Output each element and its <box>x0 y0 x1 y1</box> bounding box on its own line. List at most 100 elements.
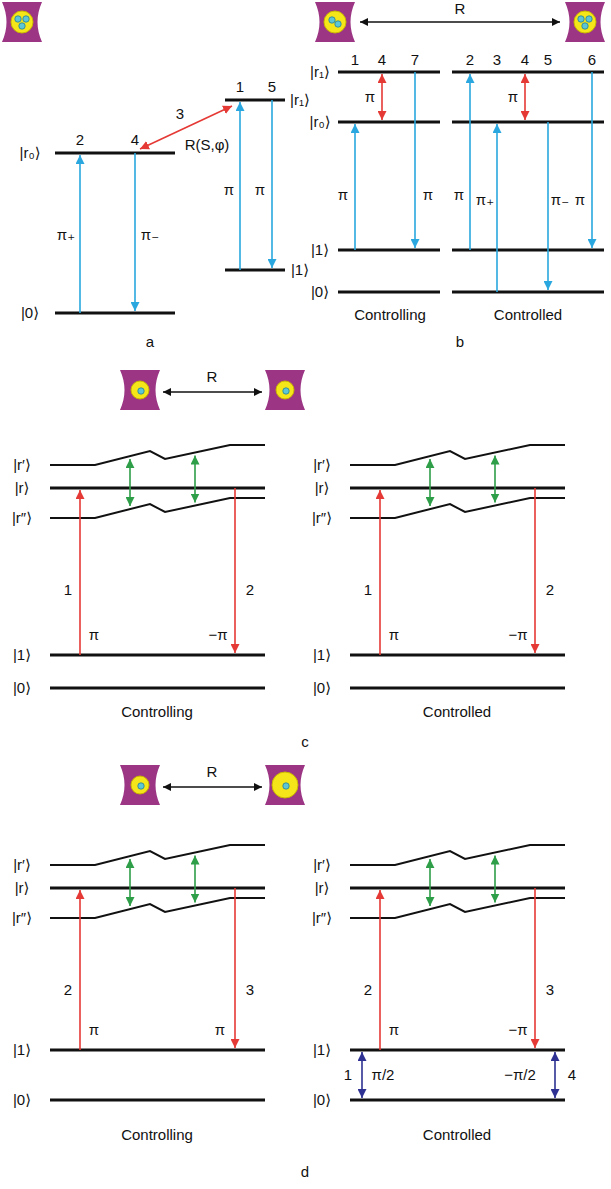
energy-level <box>55 312 175 315</box>
label-text: |0⟩ <box>13 1092 31 1109</box>
label-text: 4 <box>521 52 529 69</box>
label-text: Controlling <box>354 307 426 324</box>
atom-core <box>283 388 289 394</box>
label-text: |r′⟩ <box>13 857 31 874</box>
label-text: 2 <box>64 982 72 999</box>
label-text: |1⟩ <box>13 647 31 664</box>
label-text: 2 <box>76 132 84 149</box>
optical-trap <box>265 765 305 805</box>
energy-level <box>55 152 175 155</box>
label-text: π₊ <box>57 227 75 244</box>
transition-arrow <box>414 72 416 248</box>
label-text: |1⟩ <box>311 242 329 259</box>
rydberg-level <box>350 498 565 518</box>
rydberg-level <box>50 445 265 465</box>
optical-trap <box>2 2 42 42</box>
transition-arrow <box>494 456 496 503</box>
label-text: R <box>207 369 218 386</box>
atom <box>574 11 596 33</box>
label-text: 4 <box>568 1067 576 1084</box>
energy-level <box>338 121 440 124</box>
transition-arrow <box>494 856 496 903</box>
label-text: |r₀⟩ <box>310 114 331 131</box>
transition-arrow <box>547 122 549 290</box>
label-text: π <box>389 1022 399 1039</box>
label-text: |r₀⟩ <box>20 145 41 162</box>
label-text: c <box>301 734 309 751</box>
rydberg-level <box>350 898 565 918</box>
rydberg-level <box>50 498 265 518</box>
label-text: π <box>255 182 265 199</box>
atom-core <box>138 783 144 789</box>
rydberg-level <box>50 845 265 865</box>
label-text: |r′⟩ <box>13 457 31 474</box>
label-text: |r″⟩ <box>12 510 32 527</box>
atom-core <box>586 16 592 22</box>
transition-arrow <box>79 890 81 1050</box>
label-text: |r″⟩ <box>312 910 332 927</box>
label-text: 5 <box>268 79 276 96</box>
label-text: R <box>207 764 218 781</box>
label-text: 1 <box>344 1067 352 1084</box>
transition-arrow <box>129 459 131 506</box>
energy-level <box>452 121 604 124</box>
label-text: −π/2 <box>504 1067 536 1084</box>
label-text: |r⟩ <box>315 480 330 497</box>
transition-arrow <box>234 488 236 653</box>
transition-arrow <box>361 1052 363 1098</box>
transition-arrow <box>534 488 536 653</box>
transition-arrow <box>496 124 498 292</box>
label-text: −π <box>508 1022 527 1039</box>
label-text: a <box>146 334 154 351</box>
label-text: |1⟩ <box>313 647 331 664</box>
energy-level <box>350 654 565 657</box>
atom-core <box>138 388 144 394</box>
atom <box>324 11 346 33</box>
energy-level <box>452 291 604 294</box>
label-text: Controlling <box>121 1127 193 1144</box>
label-text: π <box>338 187 348 204</box>
transition-arrow <box>271 100 273 268</box>
energy-level <box>452 249 604 252</box>
label-text: |0⟩ <box>21 305 39 322</box>
label-text: 3 <box>546 982 554 999</box>
label-text: 1 <box>64 582 72 599</box>
energy-level <box>50 487 265 490</box>
label-text: 1 <box>351 52 359 69</box>
label-text: −π <box>208 627 227 644</box>
label-text: π <box>224 182 234 199</box>
label-text: |1⟩ <box>313 1042 331 1059</box>
label-text: |0⟩ <box>13 680 31 697</box>
atom-core <box>15 16 21 22</box>
rydberg-level <box>50 898 265 918</box>
label-text: 4 <box>131 132 139 149</box>
energy-level <box>350 887 565 890</box>
optical-trap <box>315 2 355 42</box>
label-text: |0⟩ <box>311 284 329 301</box>
transition-arrow <box>429 459 431 506</box>
label-text: π₊ <box>476 192 494 209</box>
label-text: 6 <box>588 52 596 69</box>
atom-core <box>23 16 29 22</box>
energy-level <box>350 1099 565 1102</box>
label-text: π₋ <box>551 192 569 209</box>
optical-trap <box>120 370 160 410</box>
transition-arrow <box>134 153 136 311</box>
transition-arrow <box>163 391 262 393</box>
energy-level <box>50 654 265 657</box>
transition-arrow <box>379 890 381 1050</box>
transition-arrow <box>534 888 536 1048</box>
energy-level <box>350 1049 565 1052</box>
transition-arrow <box>129 859 131 906</box>
label-text: π <box>454 187 464 204</box>
atom-core <box>283 783 289 789</box>
transition-arrow <box>360 21 560 23</box>
transition-arrow <box>354 124 356 250</box>
transition-arrow <box>554 1052 556 1098</box>
energy-level <box>338 291 440 294</box>
label-text: 3 <box>493 52 501 69</box>
label-text: |r″⟩ <box>312 510 332 527</box>
label-text: d <box>301 1164 309 1181</box>
label-text: R <box>455 1 466 18</box>
